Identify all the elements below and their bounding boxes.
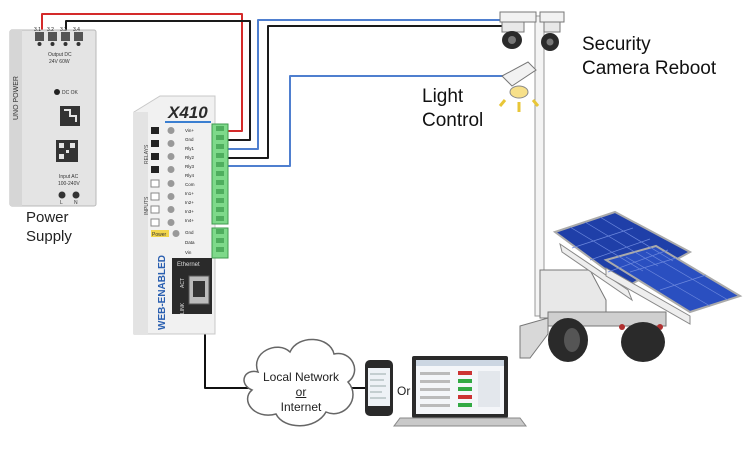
wiring — [41, 13, 510, 389]
trailer-body — [539, 269, 607, 319]
controller-logo: X410 — [167, 103, 208, 122]
x410-controller: X410 RELAYS INPUTS Power Vin+ Gnd Rly1 R… — [133, 95, 229, 335]
network-label-line1: Local Network — [262, 370, 340, 384]
smartphone — [365, 360, 393, 416]
psu-terminal-label: 3.4 — [73, 27, 80, 33]
psu-terminal-label: 3.1 — [34, 27, 41, 33]
input-leds — [150, 179, 175, 227]
light-tower — [498, 11, 743, 362]
black-power-wire — [65, 20, 251, 141]
terminal-screw — [216, 135, 224, 140]
terminal-screw — [216, 238, 224, 243]
terminal-screw — [216, 162, 224, 167]
relay-leds — [151, 127, 175, 173]
blue-camera-wire-1 — [228, 19, 500, 150]
power-indicator-tag — [151, 230, 169, 237]
tail-light — [619, 324, 625, 330]
or-label: Or — [397, 384, 411, 398]
psu-input-label: Input AC — [59, 174, 79, 180]
terminal-screw — [216, 171, 224, 176]
laptop-screen-rows — [420, 371, 500, 407]
flood-light — [498, 61, 540, 112]
terminal-screw — [216, 247, 224, 252]
laptop — [393, 356, 527, 427]
red-power-wire — [41, 13, 243, 132]
terminal-label: Com — [185, 182, 195, 187]
terminal-label: In3+ — [185, 209, 194, 214]
terminal-screw — [216, 153, 224, 158]
terminal-label: In2+ — [185, 200, 194, 205]
inputs-label: INPUTS — [144, 196, 150, 215]
solar-panels — [552, 210, 743, 325]
security-camera-label-line1: Security — [582, 34, 651, 55]
security-camera-label-line2: Camera Reboot — [582, 58, 717, 79]
trailer-wheel — [621, 322, 665, 362]
terminal-screw — [216, 180, 224, 185]
laptop-base — [393, 417, 527, 427]
terminal-label: Rly4 — [185, 173, 194, 178]
terminal-label: Rly1 — [185, 146, 194, 151]
terminal-screw — [216, 144, 224, 149]
act-label: ACT — [180, 278, 186, 288]
security-camera-right — [539, 11, 565, 51]
psu-input-range: 100-240V — [58, 181, 80, 187]
terminal-screw — [216, 198, 224, 203]
terminal-label: Data — [185, 240, 195, 245]
terminal-screw — [216, 207, 224, 212]
blue-light-wire — [228, 75, 510, 167]
terminal-screws — [216, 126, 224, 252]
psu-output-label: Output DC — [48, 52, 72, 58]
terminal-label: Rly2 — [185, 155, 194, 160]
power-indicator-label: Power — [152, 232, 167, 238]
link-label: LINK — [180, 302, 186, 314]
trailer-tongue — [519, 317, 549, 359]
security-camera-left — [499, 11, 537, 49]
terminal-label: In4+ — [185, 218, 194, 223]
psu-brand: UNO POWER — [13, 76, 20, 120]
black-camera-wire — [228, 25, 502, 159]
terminal-label: In1+ — [185, 191, 194, 196]
psu-terminal-label: 3.3 — [60, 27, 67, 33]
terminal-screw — [216, 189, 224, 194]
light-control-label-line1: Light — [422, 86, 464, 107]
terminal-label: Vin — [185, 250, 192, 255]
dc-ok-led — [54, 89, 60, 95]
relays-label: RELAYS — [144, 144, 150, 164]
psu-terminal-label: 3.2 — [47, 27, 54, 33]
psu-terminal-l: L — [60, 200, 63, 206]
terminal-screw — [216, 229, 224, 234]
psu-terminal-n: N — [74, 200, 78, 206]
psu-dc-ok-label: DC OK — [62, 90, 79, 96]
terminal-label: Gnd — [185, 230, 194, 235]
terminal-label: Gnd — [185, 137, 194, 142]
terminal-screw — [216, 216, 224, 221]
power-supply-unit: 3.1 3.2 3.3 3.4 UNO POWER Output DC 24V … — [9, 27, 97, 207]
psu-qr-code — [56, 140, 78, 162]
ethernet-label: Ethernet — [177, 262, 200, 268]
web-enabled-label: WEB-ENABLED — [157, 255, 168, 330]
power-supply-label-line1: Power — [26, 209, 69, 226]
network-label-line2: or — [295, 385, 307, 399]
psu-top-terminals — [35, 32, 83, 46]
terminal-labels: Vin+ Gnd Rly1 Rly2 Rly3 Rly4 Com In1+ In… — [185, 128, 195, 255]
network-cloud — [243, 338, 356, 427]
power-supply-label-line2: Supply — [26, 228, 72, 245]
network-label-line3: Internet — [280, 400, 322, 414]
terminal-label: Vin+ — [185, 128, 194, 133]
psu-output-rating: 24V 60W — [49, 59, 70, 65]
light-control-label-line2: Control — [422, 110, 484, 131]
terminal-label: Rly3 — [185, 164, 194, 169]
terminal-screw — [216, 126, 224, 131]
